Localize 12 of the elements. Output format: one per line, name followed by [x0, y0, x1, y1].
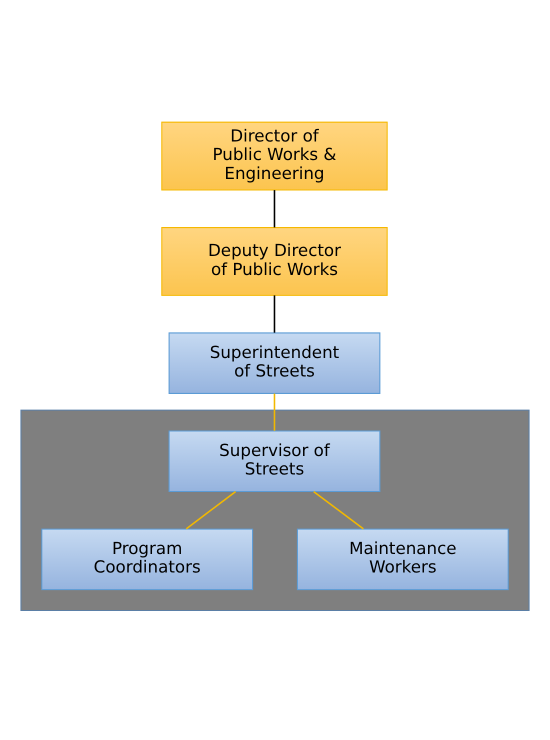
connector: [186, 490, 236, 529]
node-box: Director of Public Works & Engineering: [161, 121, 388, 190]
node-box: Superintendent of Streets: [168, 332, 380, 394]
node-box: Program Coordinators: [41, 528, 254, 590]
connector: [274, 294, 276, 332]
node-box: Deputy Director of Public Works: [161, 226, 388, 296]
node-box: Maintenance Workers: [296, 528, 509, 590]
connector: [274, 393, 276, 430]
connector: [313, 490, 364, 529]
connector: [274, 190, 276, 227]
node-box: Supervisor of Streets: [168, 430, 380, 492]
cluster: [20, 409, 530, 610]
